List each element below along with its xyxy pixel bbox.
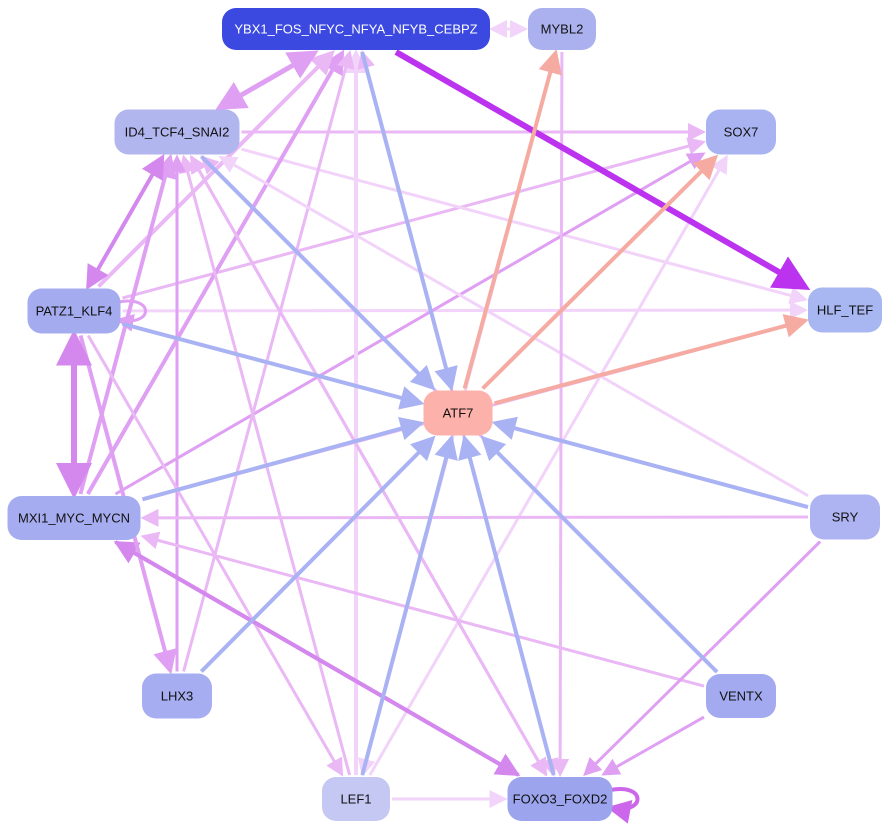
node-label-SOX7: SOX7: [724, 125, 759, 140]
edge-PATZ1-HLF_TEF: [122, 301, 808, 320]
edge-ATF7-HLF_TEF: [493, 314, 809, 406]
edge-VENTX-MXI1: [140, 531, 705, 688]
node-ATF7[interactable]: ATF7: [423, 390, 493, 436]
node-LEF1[interactable]: LEF1: [322, 777, 390, 821]
edge-FOXO3-FOXO3: [606, 787, 640, 824]
node-shape-ATF7[interactable]: [423, 390, 493, 436]
node-HLF_TEF[interactable]: HLF_TEF: [808, 287, 882, 333]
edge-ID4-FOXO3: [189, 155, 548, 777]
edge-ID4-ATF7: [200, 155, 436, 391]
node-shape-HLF_TEF[interactable]: [808, 287, 882, 333]
edge-PATZ1-ATF7: [121, 321, 425, 410]
node-VENTX[interactable]: VENTX: [706, 674, 776, 718]
node-shape-FOXO3[interactable]: [507, 777, 613, 821]
edge-MXI1-SOX7: [114, 152, 706, 496]
node-shape-ID4[interactable]: [114, 109, 240, 155]
edge-ATF7-SOX7: [481, 154, 719, 390]
node-ID4[interactable]: ID4_TCF4_SNAI2: [114, 109, 240, 155]
edge-SRY-MXI1: [140, 508, 809, 527]
edge-MYBL2-FOXO3: [551, 51, 570, 777]
node-YBX1[interactable]: YBX1_FOS_NFYC_NFYA_NFYB_CEBPZ: [222, 8, 490, 50]
edge-PATZ1-LEF1: [86, 334, 344, 777]
node-FOXO3[interactable]: FOXO3_FOXD2: [507, 777, 613, 821]
node-shape-SRY[interactable]: [810, 494, 880, 540]
node-label-MYBL2: MYBL2: [541, 22, 584, 37]
edge-SRY-ID4: [218, 156, 809, 497]
edge-LHX3-ATF7: [199, 435, 436, 673]
edge-PATZ1-PATZ1: [115, 299, 147, 332]
node-label-VENTX: VENTX: [719, 689, 763, 704]
node-label-MXI1: MXI1_MYC_MYCN: [18, 511, 130, 526]
edge-ID4-YBX1: [215, 50, 319, 110]
edge-YBX1-HLF_TEF: [394, 49, 811, 290]
node-SOX7[interactable]: SOX7: [706, 109, 776, 155]
node-label-YBX1: YBX1_FOS_NFYC_NFYA_NFYB_CEBPZ: [234, 22, 477, 37]
node-label-ID4: ID4_TCF4_SNAI2: [125, 125, 230, 140]
node-label-SRY: SRY: [832, 510, 859, 525]
node-shape-VENTX[interactable]: [706, 674, 776, 718]
node-shape-MXI1[interactable]: [7, 496, 141, 540]
node-shape-LHX3[interactable]: [142, 673, 212, 719]
node-shape-SOX7[interactable]: [706, 109, 776, 155]
node-MXI1[interactable]: MXI1_MYC_MYCN: [7, 496, 141, 540]
node-label-PATZ1: PATZ1_KLF4: [36, 304, 113, 319]
edge-PATZ1-ID4: [86, 154, 165, 290]
edge-LEF1-ATF7: [360, 434, 458, 776]
edge-MXI1-FOXO3: [114, 540, 521, 777]
node-layer: YBX1_FOS_NFYC_NFYA_NFYB_CEBPZ MYBL2ID4_TC…: [7, 8, 882, 821]
edge-YBX1-ATF7: [360, 51, 458, 392]
edge-LEF1-SOX7: [368, 154, 728, 776]
edge-PATZ1-SOX7: [122, 137, 706, 300]
node-LHX3[interactable]: LHX3: [142, 673, 212, 719]
node-label-ATF7: ATF7: [443, 406, 474, 421]
node-PATZ1[interactable]: PATZ1_KLF4: [27, 288, 121, 334]
node-label-LEF1: LEF1: [340, 792, 371, 807]
node-label-FOXO3: FOXO3_FOXD2: [513, 792, 608, 807]
edge-FOXO3-ATF7: [458, 434, 556, 776]
edge-SRY-ATF7: [491, 416, 809, 510]
node-label-HLF_TEF: HLF_TEF: [817, 303, 873, 318]
edge-ATF7-MYBL2: [462, 49, 562, 390]
node-label-LHX3: LHX3: [161, 689, 194, 704]
edge-VENTX-ATF7: [480, 435, 719, 674]
node-SRY[interactable]: SRY: [810, 494, 880, 540]
edge-ID4-HLF_TEF: [241, 147, 808, 305]
edge-VENTX-FOXO3: [601, 715, 705, 776]
node-shape-MYBL2[interactable]: [528, 8, 596, 50]
edge-layer: [56, 20, 822, 824]
node-shape-YBX1[interactable]: [222, 8, 490, 50]
node-MYBL2[interactable]: MYBL2: [528, 8, 596, 50]
node-shape-LEF1[interactable]: [322, 777, 390, 821]
edge-MXI1-ATF7: [141, 416, 425, 502]
node-shape-PATZ1[interactable]: [27, 288, 121, 334]
